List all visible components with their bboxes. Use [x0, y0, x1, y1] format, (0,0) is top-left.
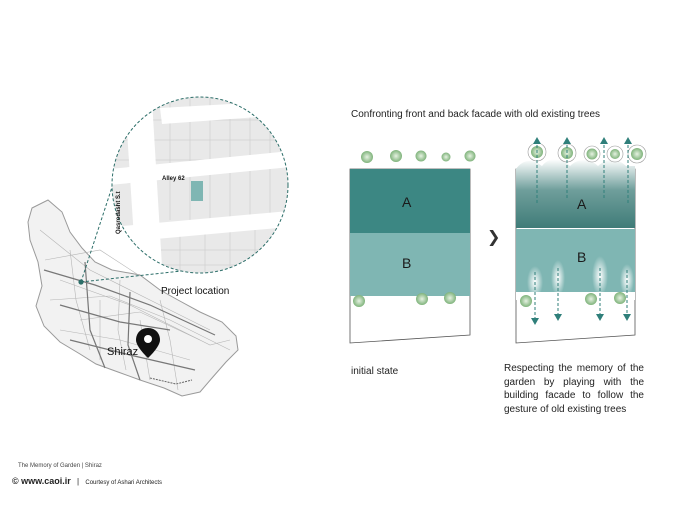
credit-separator: | [77, 477, 80, 486]
chevron-right-icon: ❯ [487, 229, 501, 246]
block-a-label: A [402, 194, 412, 210]
block-b-label-right: B [577, 249, 587, 265]
city-label: Shiraz [107, 346, 139, 358]
initial-state-diagram [349, 168, 471, 344]
initial-state-caption: initial state [351, 366, 399, 377]
diagram-title: Confronting front and back facade with o… [351, 109, 601, 120]
city-map [27, 199, 239, 397]
map-pin-icon [136, 328, 160, 358]
trees-bottom-right [520, 292, 626, 307]
project-credit: The Memory of Garden | Shiraz [18, 463, 102, 469]
respected-facade-diagram [515, 159, 636, 344]
site-link[interactable]: © www.caoi.ir [12, 476, 71, 486]
trees-top-left [361, 150, 476, 163]
block-b [350, 233, 470, 296]
block-b-label: B [402, 255, 412, 271]
project-location-label: Project location [161, 286, 230, 297]
block-a [350, 169, 470, 233]
alley-label: Alley 62 [162, 176, 185, 182]
direction-arrows [534, 140, 629, 322]
source-credit: © www.caoi.ir | Courtesy of Ashari Archi… [12, 476, 162, 486]
courtesy-text: Courtesy of Ashari Architects [85, 480, 163, 486]
block-a-label-right: A [577, 196, 587, 212]
street-label: Qasrodasht S.t [116, 191, 122, 234]
trees-bottom-left [353, 292, 456, 307]
respecting-caption: Respecting the memory of the garden by p… [504, 363, 644, 415]
arrow-heads [531, 137, 632, 325]
zoom-map [112, 97, 288, 273]
